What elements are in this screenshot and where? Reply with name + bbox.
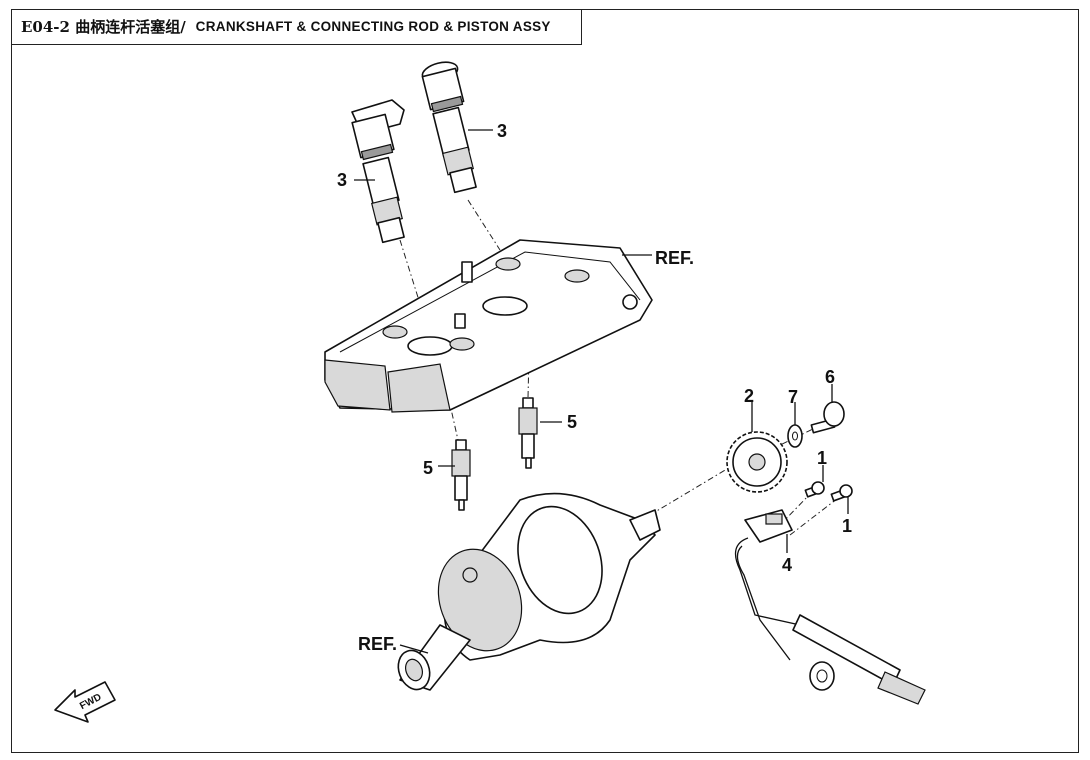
axis-screw-b	[789, 494, 843, 536]
callout-sensor: 4	[782, 555, 792, 575]
fwd-arrow-icon: FWD	[54, 681, 116, 723]
ignition-coil-left	[351, 99, 405, 244]
callout-spark-plug-right: 5	[567, 412, 577, 432]
flange-bolt	[810, 401, 845, 434]
spark-plug-right	[518, 397, 538, 469]
axis-coil-left	[399, 239, 433, 343]
callout-crank-ref: REF.	[358, 634, 397, 654]
ignition-coil-right	[421, 61, 477, 194]
title-block: E04-2 曲柄连杆活塞组/ CRANKSHAFT & CONNECTING R…	[11, 9, 582, 45]
washer-hole	[792, 431, 798, 441]
callout-bolt: 6	[825, 367, 835, 387]
crankshaft	[397, 492, 661, 691]
washer	[787, 424, 803, 448]
crank-position-sensor	[734, 509, 926, 705]
diagram-title: CRANKSHAFT & CONNECTING ROD & PISTON ASS…	[195, 19, 551, 34]
callout-screw-lower: 1	[842, 516, 852, 536]
axis-bolt	[769, 427, 816, 451]
axis-gear	[649, 459, 743, 516]
cylinder-head-cover	[324, 239, 653, 413]
axis-screw-a	[779, 491, 813, 526]
callout-screw-upper: 1	[817, 448, 827, 468]
callout-spark-plug-left: 5	[423, 458, 433, 478]
callout-ignition-coil-left: 3	[337, 170, 347, 190]
spark-plug-left	[451, 439, 471, 511]
timing-gear	[726, 431, 788, 493]
callout-gear: 2	[744, 386, 754, 406]
screw-lower	[830, 484, 853, 502]
axis-coil-right	[467, 199, 501, 251]
screw-upper	[804, 481, 825, 498]
callout-cover-ref: REF.	[655, 248, 694, 268]
callout-ignition-coil-right: 3	[497, 121, 507, 141]
leader-crank-ref	[399, 644, 429, 654]
diagram-code: E04-2 曲柄连杆活塞组/	[21, 18, 186, 36]
callout-washer: 7	[788, 387, 798, 407]
drawing-frame	[11, 9, 1079, 753]
